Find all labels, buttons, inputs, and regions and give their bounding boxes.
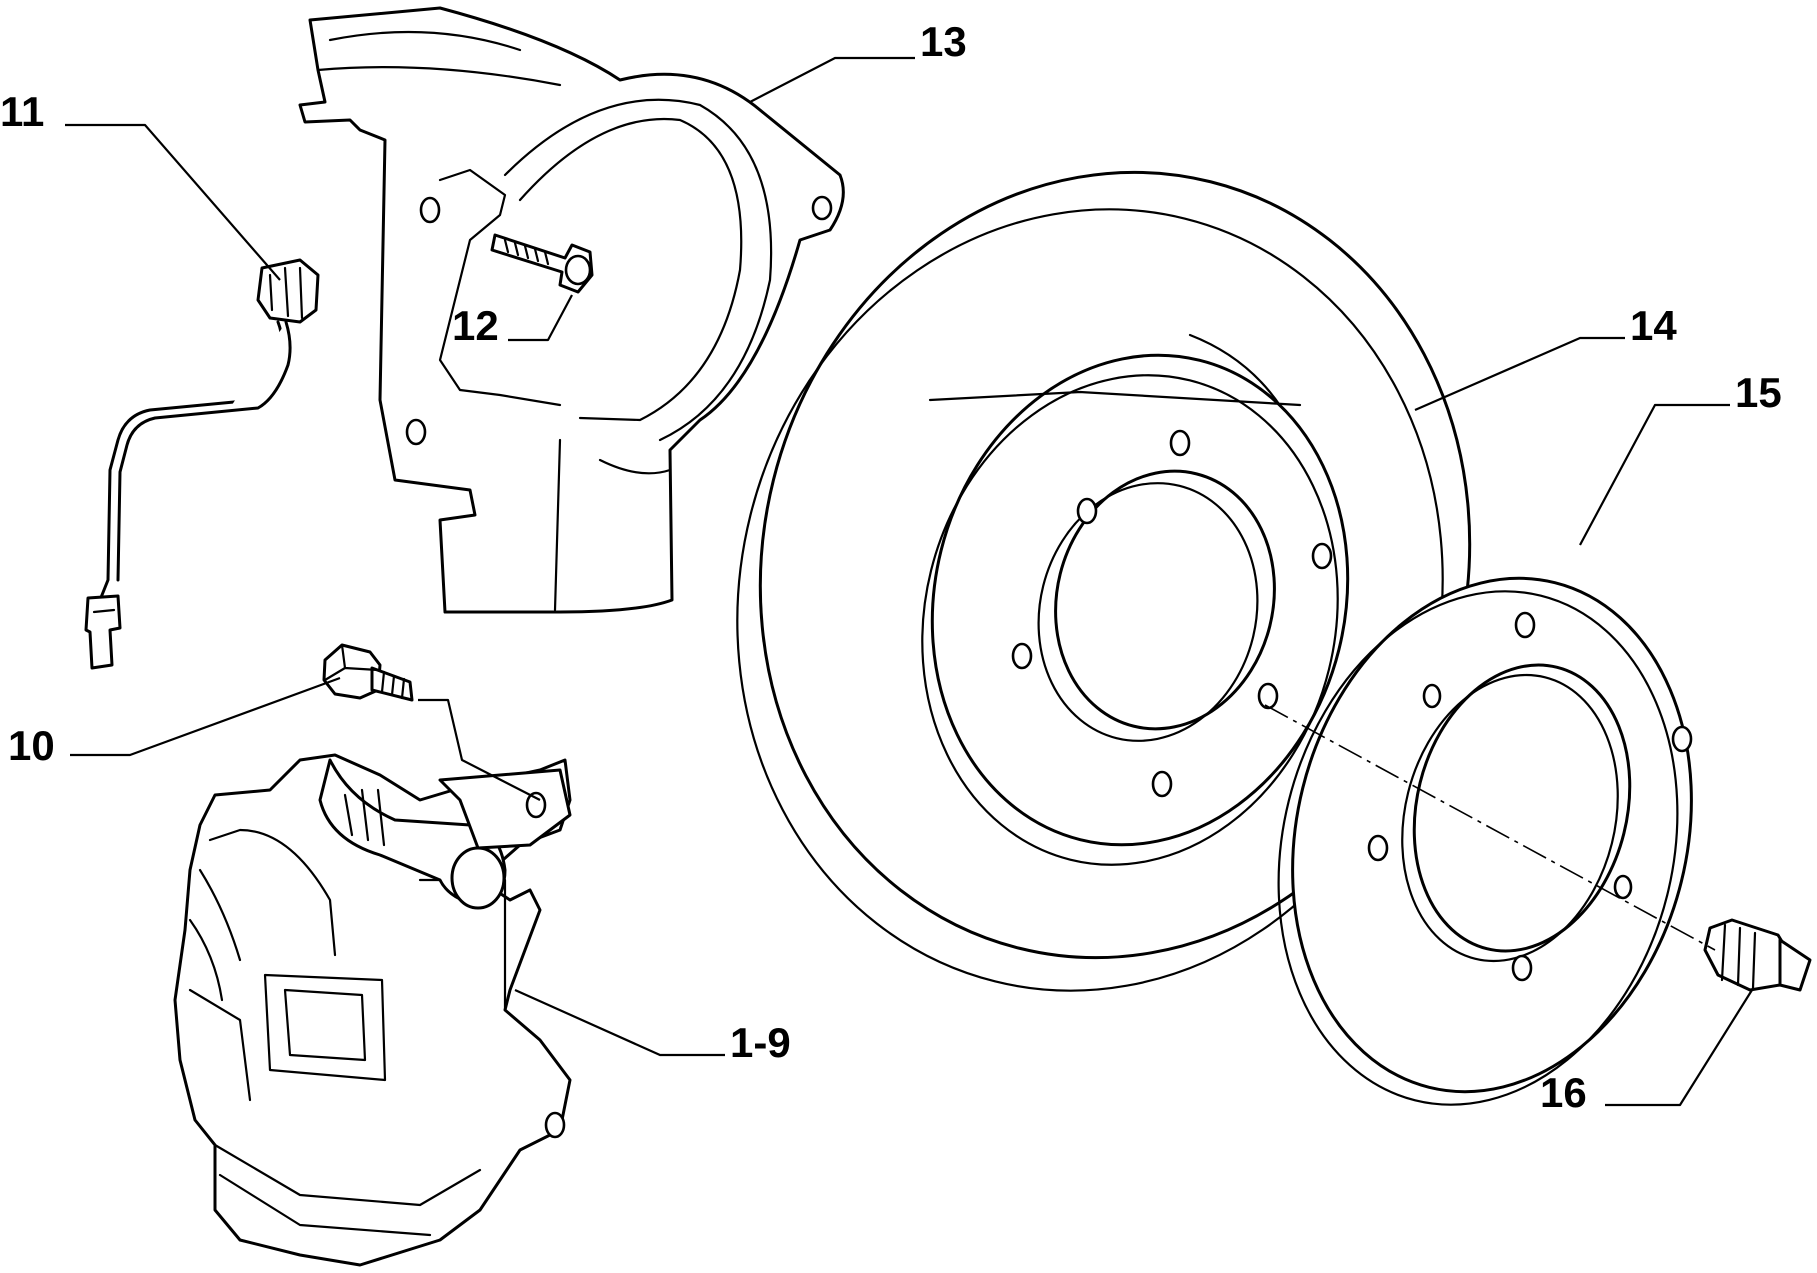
leader-line-14 [1414,336,1625,412]
callout-label-16: 16 [1540,1069,1587,1116]
leader-line-16 [1605,989,1753,1107]
dust-shield-part-13 [298,6,845,614]
leader-line-10 [70,676,341,757]
callout-label-15: 15 [1735,369,1782,416]
leader-line-11 [65,123,281,281]
wear-sensor-part-11 [84,258,320,670]
callout-label-1-9: 1-9 [730,1019,791,1066]
callout-label-11: 11 [0,88,44,135]
callout-label-12: 12 [452,302,499,349]
callout-label-14: 14 [1630,302,1677,349]
callout-label-13: 13 [920,18,967,65]
stud-part-16 [1703,918,1812,992]
bolt-part-12 [490,233,594,294]
hub-ring-part-15 [1277,576,1693,1106]
leader-line-12 [508,294,573,342]
leader-line-1-9 [514,988,725,1057]
alignment-axis [1264,704,1716,951]
leader-line-15 [1579,403,1730,546]
caliper-part-1-9 [173,753,572,1267]
caliper-bolt-part-10 [322,643,414,702]
leader-line-10-lug [418,698,541,801]
leader-line-13 [749,56,915,103]
brake-disc-part-14 [736,170,1472,992]
callout-label-10: 10 [8,722,55,769]
